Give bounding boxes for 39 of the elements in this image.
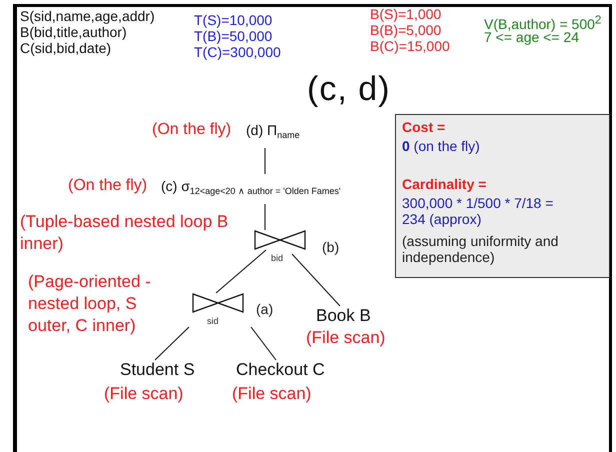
tree-edge-line [292, 254, 340, 306]
cardinality-heading: Cardinality = [402, 176, 486, 192]
operator-tag: (a) [256, 300, 274, 319]
projection-operator: (d) Π$_{name}$ [246, 122, 300, 142]
relation-name: Book B [316, 306, 371, 325]
join-attribute: sid [207, 316, 219, 327]
operator-cost-note: (On the fly) [68, 177, 148, 195]
slide-title: (c, d) [307, 70, 390, 108]
tree-edge-line [250, 326, 276, 360]
tree-edge-line [216, 250, 266, 294]
join-method-note: (Tuple-based nested loop B inner) [20, 211, 230, 255]
schema-line: S(sid,name,age,addr) [20, 8, 155, 24]
tree-edge-line [264, 204, 266, 230]
statistic-line: T(B)=50,000 [194, 28, 272, 44]
join-method-note: (Page-oriented -nested loop, S outer, C inner) [28, 271, 152, 337]
cost-heading: Cost = [402, 119, 446, 135]
relation-name: Student S [120, 360, 195, 379]
schema-line: B(bid,title,author) [20, 24, 127, 40]
assumption-note: (assuming uniformity and independence) [402, 233, 560, 265]
cost-value: 0 (on the fly) [402, 138, 480, 154]
schema-line: C(sid,bid,date) [20, 40, 112, 56]
selection-operator: (c) σ$_{12<age<20 ∧ author = 'Olden Fames'}$ [161, 178, 341, 198]
access-method: (File scan) [232, 384, 312, 403]
cardinality-formula: 300,000 * 1/500 * 7/18 = 234 (approx) [402, 195, 554, 227]
join-attribute: bid [271, 253, 284, 264]
access-method: (File scan) [306, 328, 386, 347]
statistic-line: T(S)=10,000 [194, 12, 272, 28]
statistic-line: T(C)=300,000 [194, 44, 281, 60]
statistic-line: V(B,author) = 500$^{2}$ [484, 12, 602, 32]
operator-tag: (b) [322, 238, 340, 257]
relation-name: Checkout C [236, 360, 325, 379]
statistic-line: B(S)=1,000 [370, 6, 442, 22]
access-method: (File scan) [104, 384, 184, 403]
statistic-line: B(B)=5,000 [370, 22, 442, 38]
tree-edge-line [154, 326, 190, 360]
cost-info-panel [395, 114, 610, 278]
tree-edge-line [264, 148, 266, 174]
operator-cost-note: (On the fly) [152, 121, 232, 139]
statistic-line: B(C)=15,000 [370, 38, 450, 54]
